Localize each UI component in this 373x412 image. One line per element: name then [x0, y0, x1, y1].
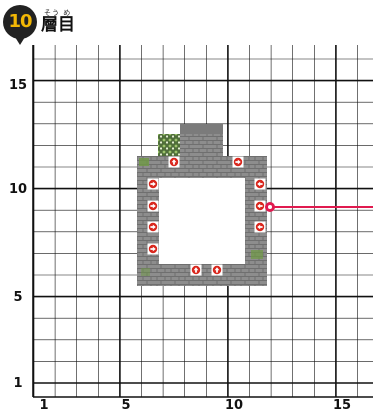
red-arrow-tile-icon — [255, 201, 266, 212]
wall-south — [137, 264, 267, 286]
red-arrow-tile-icon — [169, 157, 180, 168]
red-arrow-tile-icon — [212, 265, 223, 276]
pointer-dot-center — [268, 205, 272, 209]
floor-interior — [159, 178, 245, 264]
x-tick-label: 1 — [39, 398, 48, 412]
y-tick-label: 5 — [13, 290, 22, 305]
red-arrow-tile-icon — [233, 157, 244, 168]
x-axis-labels: 1 5 10 15 — [39, 398, 351, 412]
moss-patch-nw — [139, 158, 149, 166]
x-tick-label: 15 — [333, 398, 351, 412]
y-axis-labels: 15 10 5 1 — [9, 78, 27, 391]
moss-patch-sw — [141, 268, 150, 276]
x-tick-label: 5 — [121, 398, 130, 412]
red-arrow-tile-icon — [255, 179, 266, 190]
y-tick-label: 10 — [9, 182, 27, 197]
x-tick-label: 10 — [225, 398, 243, 412]
y-tick-label: 1 — [13, 376, 22, 391]
red-arrow-tile-icon — [148, 222, 159, 233]
moss-patch-se — [251, 250, 263, 259]
vine-ladder-icon — [158, 134, 180, 156]
red-arrow-tile-icon — [148, 244, 159, 255]
wall-north — [137, 156, 267, 178]
y-tick-label: 15 — [9, 78, 27, 93]
red-arrow-tile-icon — [191, 265, 202, 276]
red-arrow-tile-icon — [148, 179, 159, 190]
red-arrow-tile-icon — [255, 222, 266, 233]
red-arrow-tile-icon — [148, 201, 159, 212]
wall-top-cap — [180, 124, 223, 134]
